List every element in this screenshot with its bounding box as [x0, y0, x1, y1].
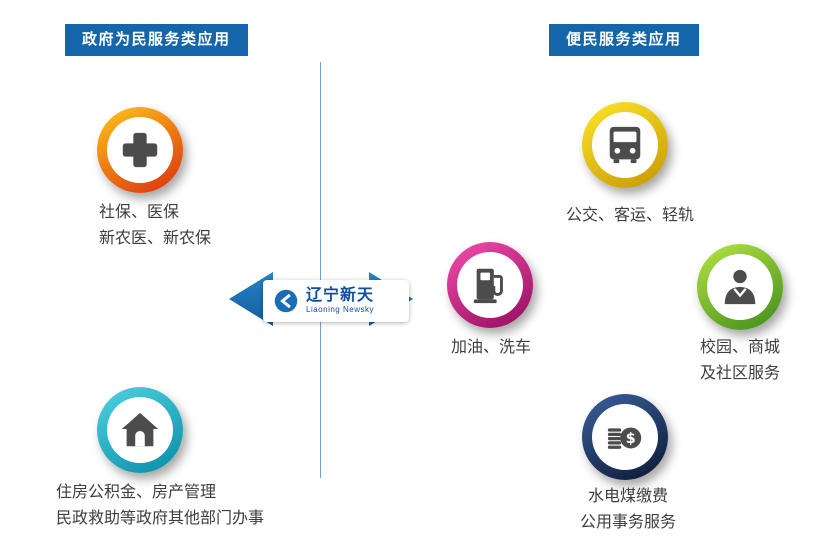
badge-housing	[97, 387, 183, 473]
svg-text:$: $	[626, 431, 636, 447]
person-icon	[724, 269, 756, 305]
center-divider	[320, 62, 321, 478]
home-icon	[121, 412, 159, 447]
badge-transit	[582, 102, 668, 188]
logo-text: 辽宁新天 Liaoning Newsky	[306, 287, 374, 315]
coins-icon: $	[607, 427, 642, 449]
badge-fuel	[447, 242, 533, 328]
badge-campus	[697, 244, 783, 330]
label-campus: 校园、商城 及社区服务	[700, 339, 781, 382]
label-transit: 公交、客运、轻轨	[565, 207, 694, 224]
left-section-header: 政府为民服务类应用	[65, 24, 248, 56]
bus-icon	[609, 126, 641, 164]
newsky-logo-icon	[274, 289, 298, 313]
label-social-medical: 社保、医保 新农医、新农保	[99, 204, 212, 247]
badge-social-medical	[97, 107, 183, 193]
label-utilities: 水电煤缴费 公用事务服务	[579, 488, 676, 531]
medical-cross-icon	[122, 132, 158, 168]
logo-subtitle: Liaoning Newsky	[306, 305, 374, 315]
logo: 辽宁新天 Liaoning Newsky	[263, 280, 409, 322]
label-fuel: 加油、洗车	[450, 339, 531, 356]
logo-title: 辽宁新天	[306, 286, 375, 304]
fuel-pump-icon	[473, 268, 503, 304]
label-housing: 住房公积金、房产管理 民政救助等政府其他部门办事	[56, 484, 265, 527]
badge-utilities: $	[582, 394, 668, 480]
right-section-header: 便民服务类应用	[549, 24, 699, 56]
